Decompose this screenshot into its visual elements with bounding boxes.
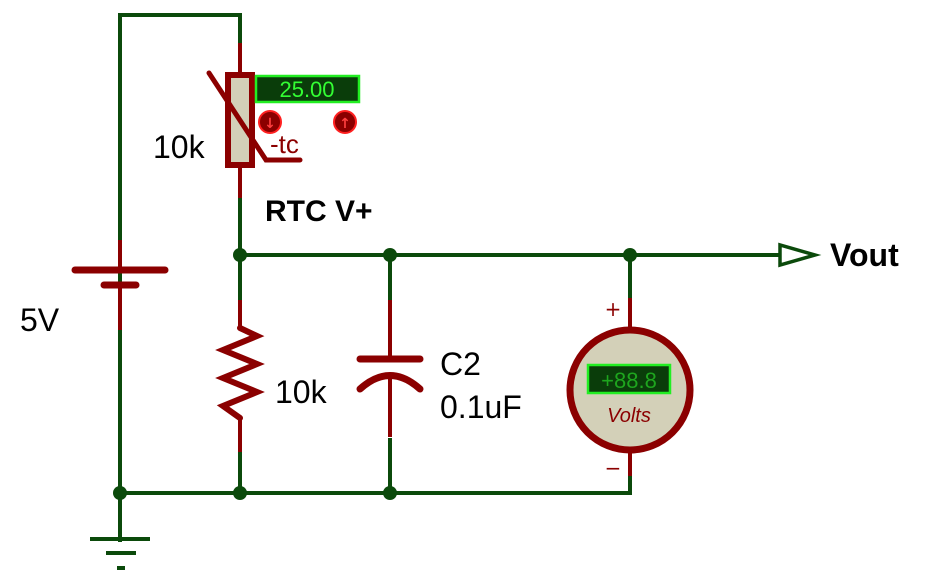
junction-dot — [113, 486, 127, 500]
arrow-up-icon: ↑ — [339, 116, 351, 132]
vout-terminal[interactable] — [778, 242, 822, 268]
junctions — [113, 248, 637, 500]
voltmeter-reading: +88.8 — [601, 368, 657, 393]
voltmeter-symbol[interactable] — [566, 298, 694, 476]
resistor-label: 10k — [275, 374, 328, 410]
voltmeter-display — [586, 363, 672, 395]
arrow-down-icon: ↓ — [264, 116, 276, 132]
thermistor-decrease-button[interactable] — [258, 110, 282, 134]
battery-label: 5V — [20, 302, 60, 338]
junction-dot — [383, 248, 397, 262]
vout-label: Vout — [830, 237, 899, 273]
resistor-symbol[interactable] — [215, 300, 265, 452]
junction-dot — [623, 248, 637, 262]
voltmeter-plus: + — [605, 297, 622, 321]
thermistor-tc-tag: -tc — [270, 129, 299, 159]
thermistor-value: 25.00 — [279, 77, 334, 102]
capacitor-symbol[interactable] — [356, 300, 424, 437]
battery-symbol[interactable] — [71, 240, 169, 330]
wire-top-loop — [118, 13, 242, 312]
ground-symbol — [90, 537, 150, 570]
voltmeter-unit: Volts — [607, 405, 651, 427]
thermistor-symbol[interactable] — [206, 43, 303, 198]
junction-dot — [383, 486, 397, 500]
voltmeter-minus: − — [605, 456, 622, 480]
thermistor-label: 10k — [153, 129, 206, 165]
junction-dot — [233, 486, 247, 500]
capacitor-value: 0.1uF — [440, 389, 522, 425]
junction-dot — [233, 248, 247, 262]
thermistor-display[interactable] — [254, 74, 361, 104]
wires — [118, 13, 782, 542]
thermistor-increase-button[interactable] — [333, 110, 357, 134]
node-label-rtc: RTC V+ — [265, 195, 373, 228]
capacitor-name: C2 — [440, 346, 481, 382]
